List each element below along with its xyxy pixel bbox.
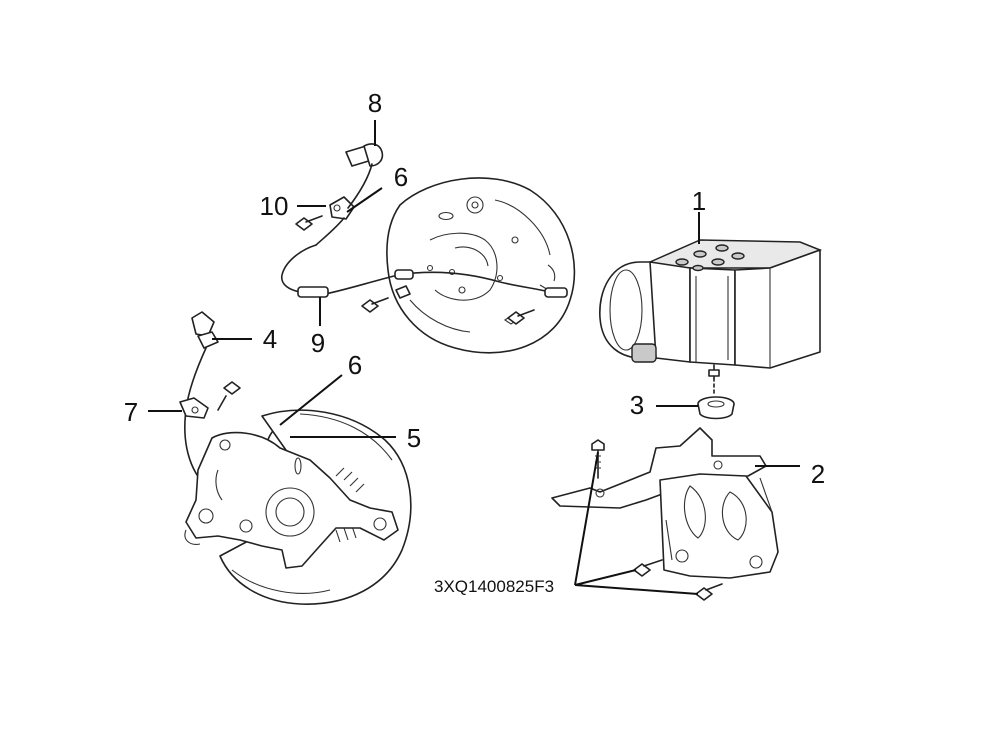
insulator: [697, 377, 735, 420]
callout-8: 8: [368, 88, 382, 118]
bolt-10: [295, 215, 323, 231]
callout-9: 9: [311, 328, 325, 358]
bolt-lower-a: [633, 559, 663, 577]
callout-7: 7: [124, 397, 138, 427]
leader-code-c: [574, 584, 699, 595]
bolt-vertical: [591, 439, 605, 479]
leader-lines: [148, 120, 800, 595]
abs-hydraulic-unit: [599, 239, 823, 379]
callout-1: 1: [692, 186, 706, 216]
callout-numbers: 1 2 3 4 5 6 6 7 8 9 10: [124, 88, 825, 489]
callout-4: 4: [263, 324, 277, 354]
callout-3: 3: [630, 390, 644, 420]
bolt-lower-b: [695, 583, 723, 601]
leader-code-b: [574, 569, 637, 586]
bracket-bolts: [591, 439, 723, 601]
steering-knuckle: [184, 431, 399, 569]
leader-6-rear: [346, 187, 383, 213]
leader-6-front: [279, 374, 343, 426]
callout-2: 2: [811, 459, 825, 489]
figure-code: 3XQ1400825F3: [434, 577, 554, 596]
rear-bolts: [295, 215, 535, 325]
callout-5: 5: [407, 423, 421, 453]
callout-6-rear: 6: [394, 162, 408, 192]
front-bolt: [217, 381, 241, 411]
rear-wheel-speed-sensor: [280, 143, 568, 299]
leader-code-a: [574, 451, 599, 586]
callout-10: 10: [260, 191, 289, 221]
bolt-rear-b: [507, 309, 535, 325]
abs-bracket: [551, 427, 779, 579]
bolt-rear-a: [361, 297, 389, 313]
rear-backing-plate: [386, 177, 576, 354]
callout-6-front: 6: [348, 350, 362, 380]
